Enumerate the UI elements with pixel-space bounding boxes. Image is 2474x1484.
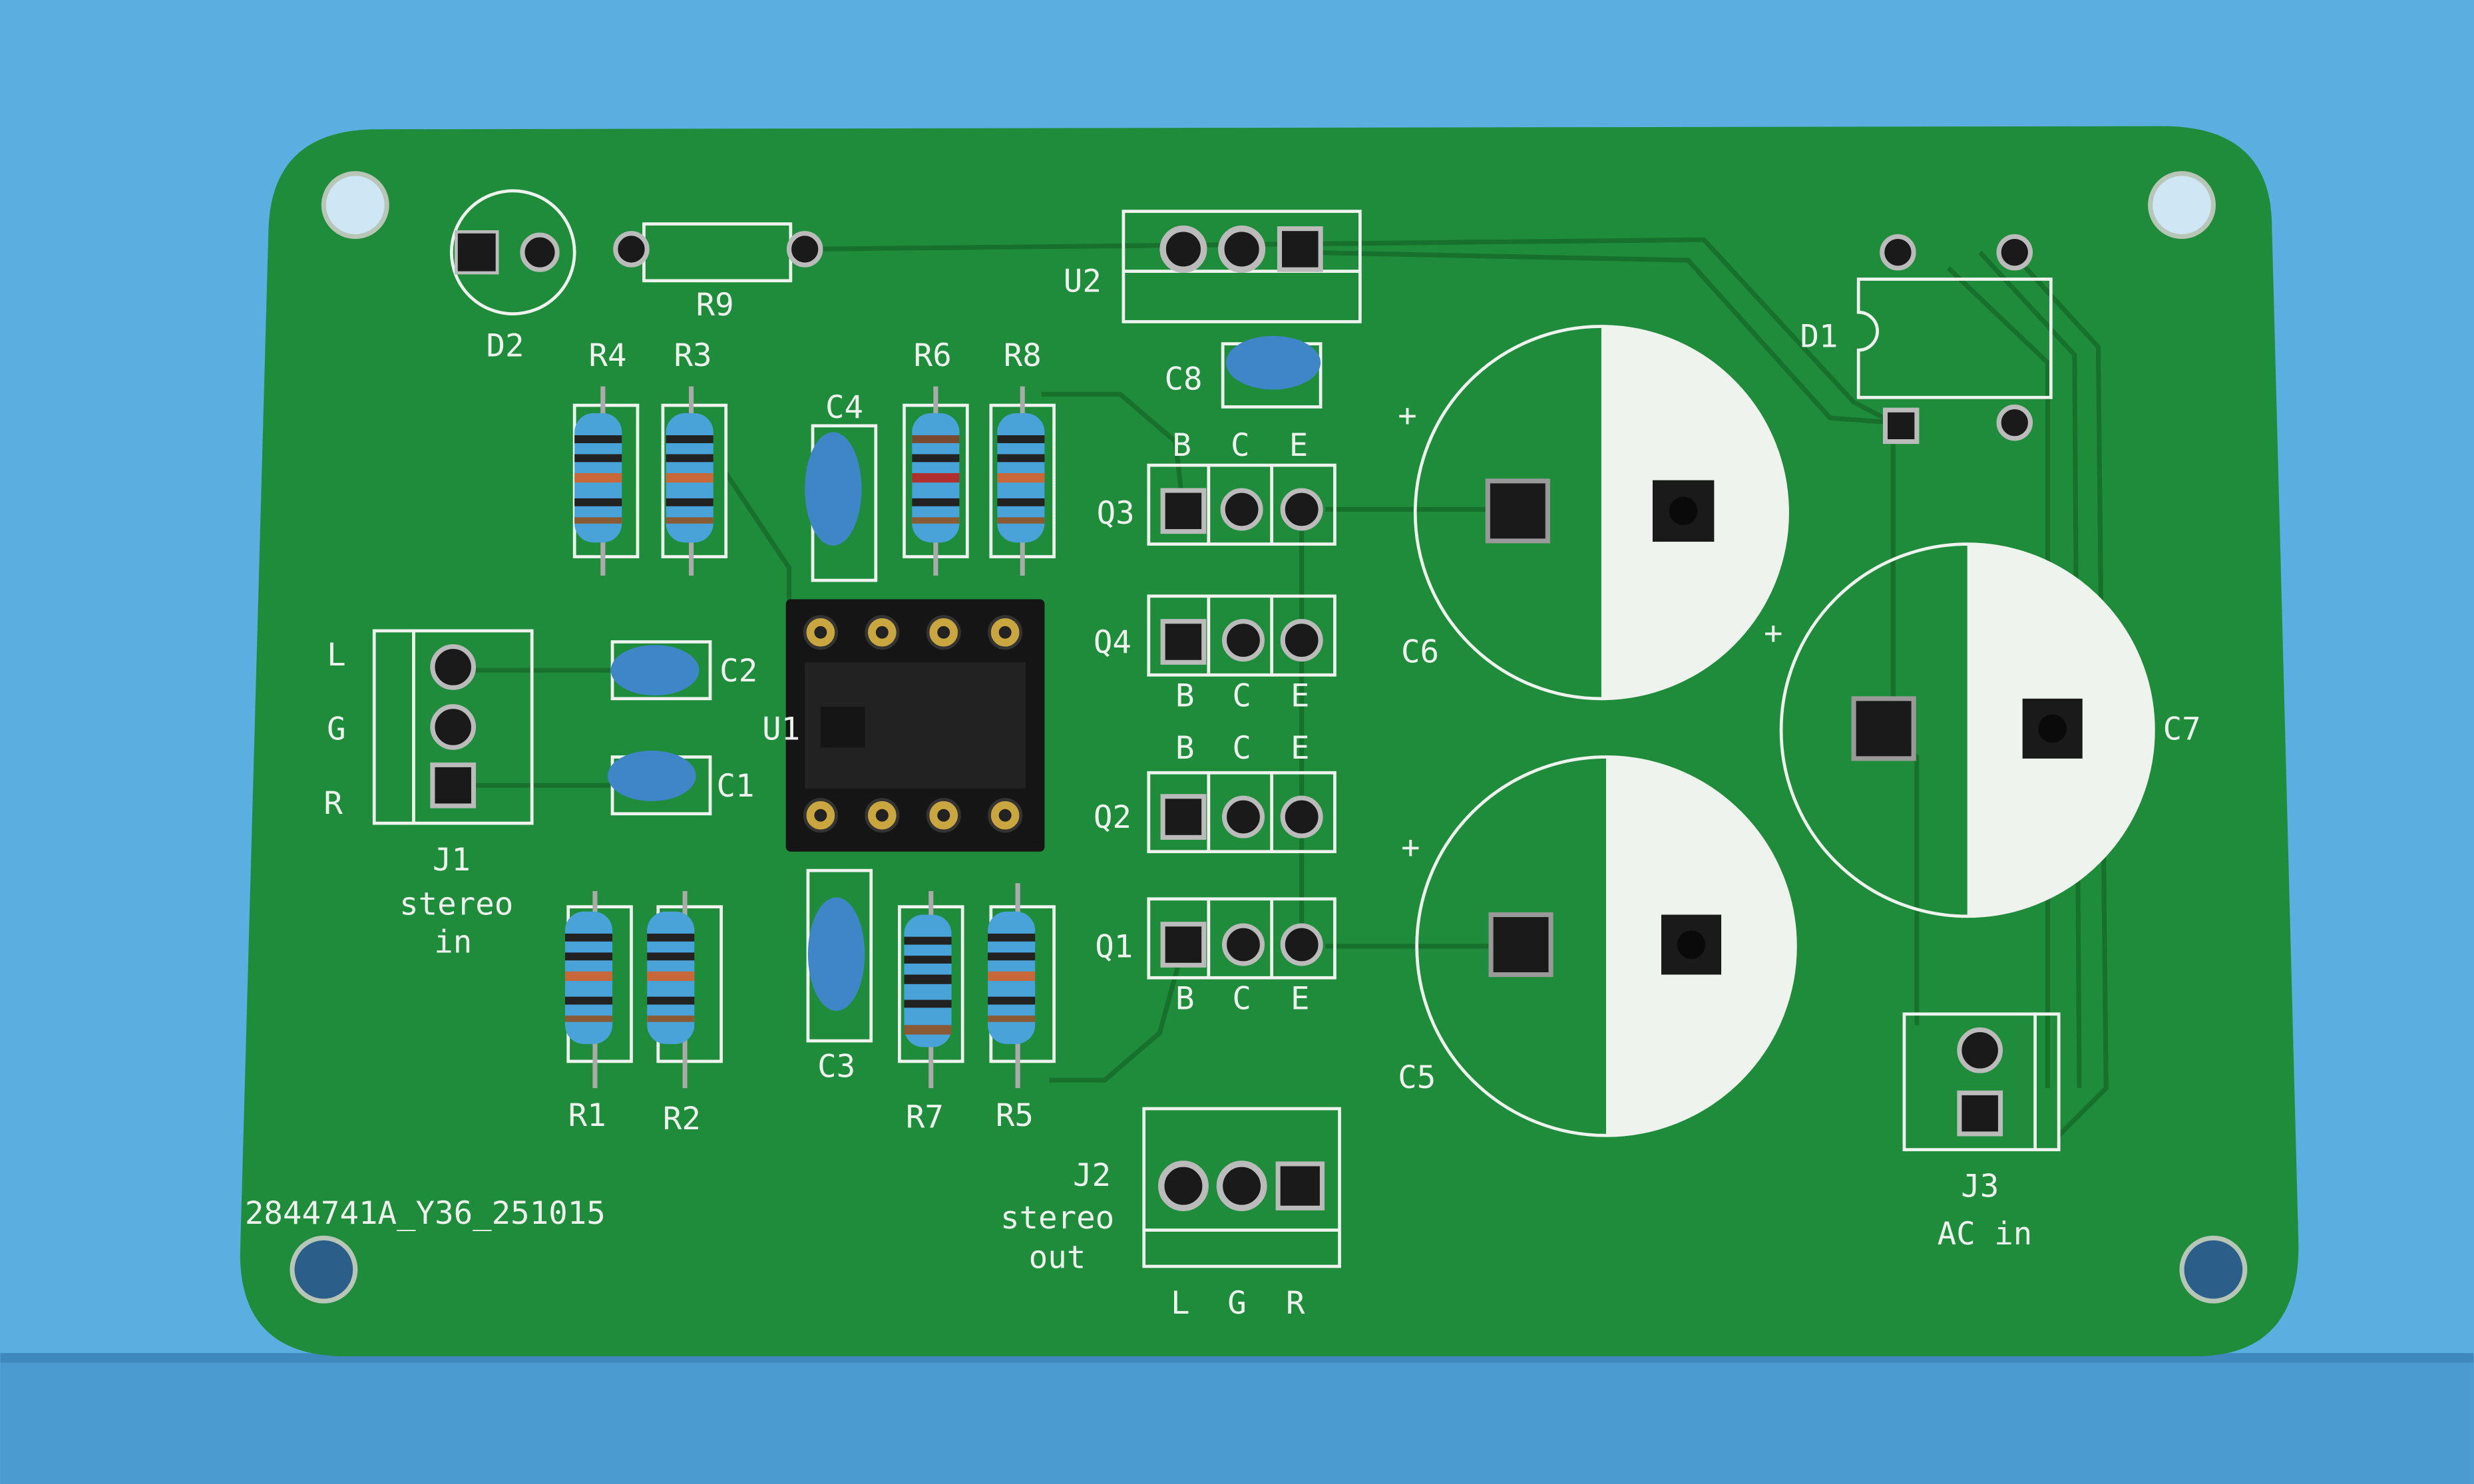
j1-description-line2: in: [434, 924, 472, 960]
j2-description-line1: stereo: [1000, 1200, 1114, 1236]
label-c6: C6: [1401, 634, 1439, 670]
label-d2: D2: [486, 328, 524, 365]
resistor-r4: [572, 386, 640, 576]
label-q3: Q3: [1097, 495, 1135, 532]
label-r2: R2: [663, 1101, 701, 1137]
r9-footprint: [613, 222, 823, 283]
transistor-footprints: [1147, 463, 1337, 980]
j3-description: AC in: [1938, 1216, 2033, 1252]
label-r5: R5: [996, 1097, 1034, 1134]
q3-pin-e: E: [1289, 427, 1309, 464]
label-c1: C1: [716, 768, 754, 805]
label-q1: Q1: [1095, 928, 1133, 965]
j1-pin-g: G: [327, 711, 346, 747]
label-c5: C5: [1398, 1059, 1436, 1096]
q1-pin-b: B: [1175, 981, 1195, 1018]
resistors: [564, 386, 1056, 1089]
j1-connector-footprint: [372, 629, 534, 825]
mounting-hole: [321, 171, 389, 240]
label-q2: Q2: [1094, 799, 1132, 836]
q3-pin-c: C: [1231, 427, 1250, 464]
background-ledge: [0, 1359, 2474, 1484]
label-r9: R9: [696, 287, 734, 323]
label-r3: R3: [674, 337, 712, 374]
resistor-r1: [564, 890, 633, 1089]
label-r7: R7: [906, 1099, 944, 1135]
label-c2: C2: [720, 653, 757, 689]
d1-bridge-footprint: [1856, 234, 2053, 445]
c7-polarity-mark: +: [1764, 615, 1783, 651]
label-r1: R1: [568, 1097, 606, 1134]
resistor-r3: [661, 386, 728, 576]
resistor-r7: [897, 890, 964, 1089]
board-id-text: 2844741A_Y36_251015: [245, 1195, 606, 1232]
label-r8: R8: [1004, 337, 1042, 374]
q2-pin-c: C: [1232, 730, 1251, 767]
capacitor-c1: [607, 751, 712, 816]
j1-pin-l: L: [327, 637, 346, 673]
label-u2: U2: [1064, 263, 1102, 299]
ceramic-capacitors: [607, 335, 1323, 1043]
q2-pin-b: B: [1175, 730, 1195, 767]
j2-pin-r: R: [1286, 1285, 1305, 1322]
mounting-hole: [290, 1235, 358, 1304]
label-d1: D1: [1800, 318, 1838, 355]
q3-footprint: [1147, 463, 1337, 546]
j3-connector-footprint: [1902, 1012, 2061, 1151]
label-c8: C8: [1164, 361, 1202, 397]
label-j1: J1: [433, 842, 471, 878]
resistor-r6: [903, 386, 969, 576]
q2-footprint: [1147, 771, 1337, 854]
j1-description-line1: stereo: [399, 886, 513, 922]
mounting-hole: [2148, 171, 2216, 240]
capacitor-c8: [1221, 335, 1323, 409]
q1-pin-e: E: [1291, 981, 1310, 1018]
d2-led-footprint: [449, 189, 576, 315]
capacitor-c4: [805, 424, 878, 582]
label-r4: R4: [589, 337, 627, 374]
q4-pin-b: B: [1175, 678, 1195, 715]
label-j2: J2: [1073, 1157, 1111, 1194]
resistor-r2: [647, 890, 723, 1089]
j2-pin-g: G: [1227, 1285, 1247, 1322]
q4-pin-e: E: [1291, 678, 1310, 715]
label-c3: C3: [817, 1049, 855, 1085]
silkscreen-labels: D2 R9 U2 R4 R3 C4 R6 R8 C8 D1 B C E Q3 Q…: [245, 263, 2201, 1322]
q4-pin-c: C: [1232, 678, 1251, 715]
c5-electrolytic-footprint: [1415, 755, 1797, 1137]
q2-pin-e: E: [1291, 730, 1310, 767]
q4-footprint: [1147, 594, 1337, 677]
label-c4: C4: [825, 389, 863, 426]
resistor-r8: [989, 386, 1056, 576]
label-q4: Q4: [1094, 624, 1132, 661]
c6-electrolytic-footprint: [1413, 325, 1789, 701]
q1-pin-c: C: [1232, 981, 1251, 1018]
mounting-holes: [290, 171, 2248, 1304]
c5-polarity-mark: +: [1401, 829, 1420, 866]
q1-footprint: [1147, 897, 1337, 980]
u2-regulator-footprint: [1122, 210, 1362, 323]
c7-electrolytic-footprint: [1779, 542, 2155, 918]
q3-pin-b: B: [1172, 427, 1191, 464]
label-u1: U1: [762, 711, 800, 747]
mounting-hole: [2179, 1235, 2248, 1304]
capacitor-c2: [610, 640, 712, 701]
label-j3: J3: [1961, 1169, 1999, 1205]
u1-ic-socket: [785, 599, 1045, 852]
label-r6: R6: [914, 337, 952, 374]
capacitor-c3: [806, 868, 873, 1043]
label-c7: C7: [2163, 711, 2201, 747]
j2-connector-footprint: [1142, 1107, 1341, 1268]
j2-pin-l: L: [1171, 1285, 1190, 1322]
resistor-r5: [988, 883, 1056, 1089]
j2-description-line2: out: [1029, 1239, 1086, 1276]
j1-pin-r: R: [323, 785, 343, 822]
pcb-board: [240, 126, 2299, 1357]
c6-polarity-mark: +: [1398, 397, 1417, 434]
